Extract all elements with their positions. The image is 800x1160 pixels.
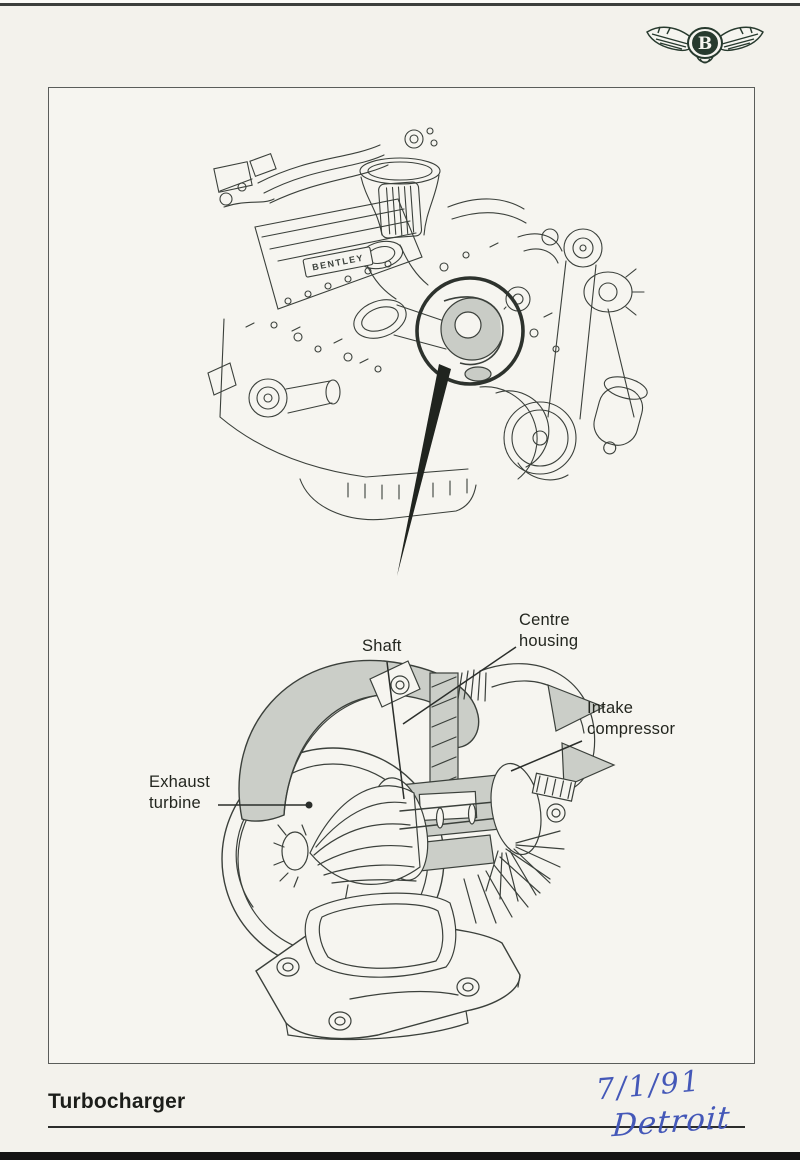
centre-housing-leader-line xyxy=(402,646,517,725)
bentley-winged-b-icon: B xyxy=(646,26,764,64)
handwritten-note: Detroit xyxy=(610,1099,732,1145)
bentley-logo: B xyxy=(640,14,770,74)
exhaust-turbine-leader-dot xyxy=(305,801,313,809)
shaft-leader-line xyxy=(386,661,405,800)
intake-compressor-leader-line xyxy=(510,740,583,772)
callout-pointer-arrow xyxy=(397,364,451,576)
turbocharger-cutaway xyxy=(221,659,616,1041)
label-shaft: Shaft xyxy=(362,637,402,655)
handwritten-date: 7/1/91 xyxy=(594,1063,703,1107)
photo-bottom-edge xyxy=(0,1152,800,1160)
footer-rule xyxy=(48,1126,745,1128)
page-title: Turbocharger xyxy=(48,1090,186,1113)
turbo-highlight-ring xyxy=(415,276,525,386)
engine-illustration: BENTLEY xyxy=(207,127,648,521)
bentley-badge: BENTLEY xyxy=(302,246,374,278)
turbo-highlight xyxy=(415,276,525,386)
label-leader-lines xyxy=(218,646,583,809)
photo-top-edge xyxy=(0,3,800,6)
photo-top-sliver xyxy=(0,0,800,3)
logo-letter: B xyxy=(698,34,712,54)
figure-artwork: BENTLEY xyxy=(207,127,648,1041)
label-intake-compressor: Intake compressor xyxy=(587,699,676,738)
label-centre-housing: Centre housing xyxy=(519,611,579,650)
label-exhaust-turbine: Exhaust turbine xyxy=(149,773,211,812)
